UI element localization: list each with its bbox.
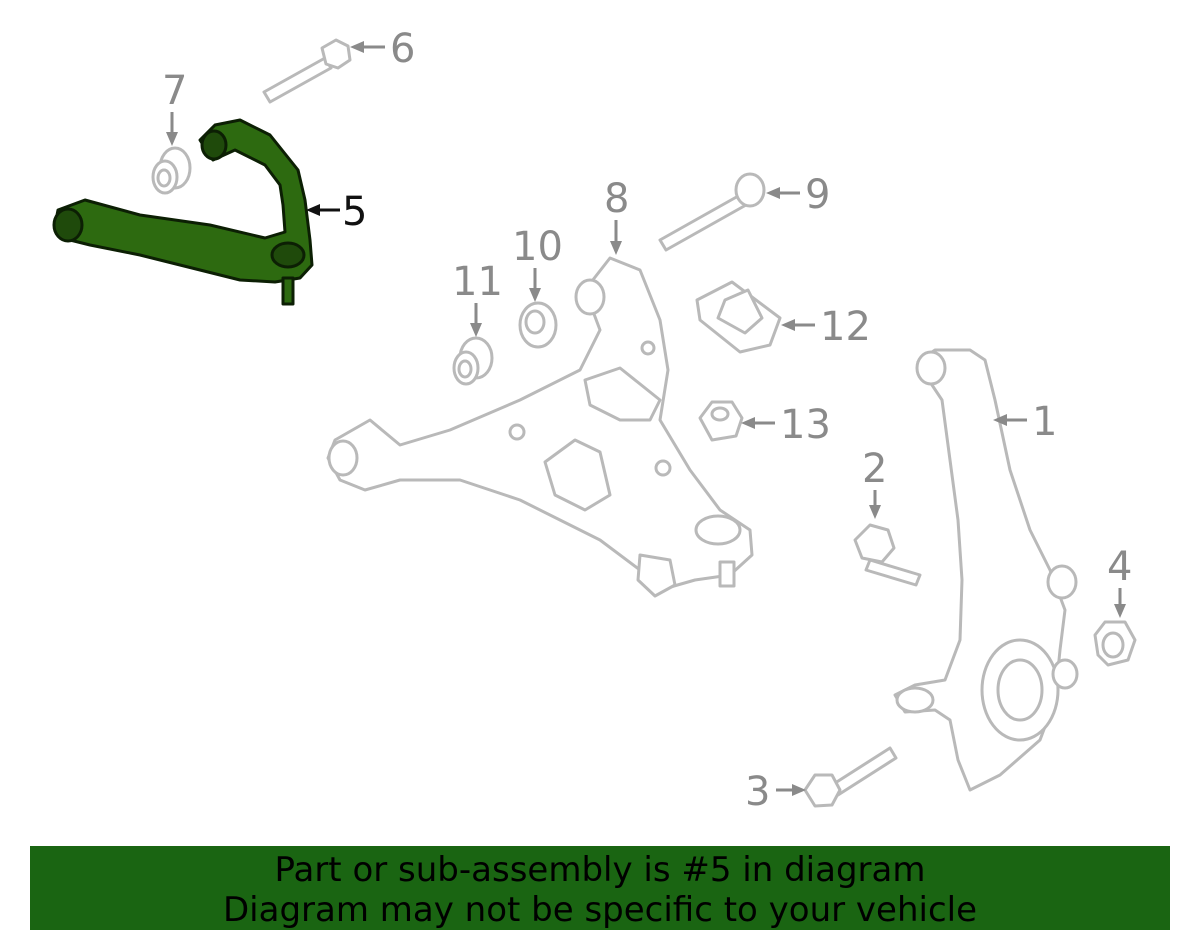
part-7-bushing[interactable] [151, 146, 192, 195]
part-8-lower-control-arm[interactable] [326, 256, 754, 598]
part-4-nut[interactable] [1093, 620, 1137, 667]
info-banner: Part or sub-assembly is #5 in diagram Di… [30, 846, 1170, 930]
callout-9: 9 [805, 172, 830, 218]
callout-7: 7 [162, 68, 187, 114]
part-3-bolt[interactable] [803, 746, 898, 808]
callout-3: 3 [745, 769, 770, 815]
part-1-knuckle[interactable] [893, 348, 1079, 792]
callout-5: 5 [342, 189, 367, 235]
part-12-pad[interactable] [695, 280, 782, 354]
part-9-bolt[interactable] [658, 172, 766, 252]
parts-diagram: 6 7 5 9 8 10 11 12 13 1 2 4 3 [52, 26, 1137, 815]
callout-4: 4 [1107, 544, 1132, 590]
part-13-nut[interactable] [698, 400, 744, 442]
part-5-upper-control-arm[interactable] [52, 118, 314, 306]
callout-11: 11 [452, 259, 503, 305]
callout-arrows [166, 41, 1126, 796]
callout-1: 1 [1032, 399, 1057, 445]
callout-6: 6 [390, 26, 415, 72]
part-11-bushing[interactable] [452, 336, 494, 386]
banner-line-2: Diagram may not be specific to your vehi… [222, 890, 978, 930]
callout-12: 12 [820, 304, 871, 350]
part-10-washer[interactable] [518, 301, 558, 349]
banner-line-1: Part or sub-assembly is #5 in diagram [274, 850, 926, 890]
part-6-bolt[interactable] [262, 38, 352, 104]
callout-8: 8 [604, 176, 629, 222]
callout-10: 10 [512, 224, 563, 270]
callout-13: 13 [780, 402, 831, 448]
callout-2: 2 [862, 446, 887, 492]
callout-labels: 6 7 5 9 8 10 11 12 13 1 2 4 3 [162, 26, 1132, 815]
part-2-bolt[interactable] [853, 523, 922, 587]
